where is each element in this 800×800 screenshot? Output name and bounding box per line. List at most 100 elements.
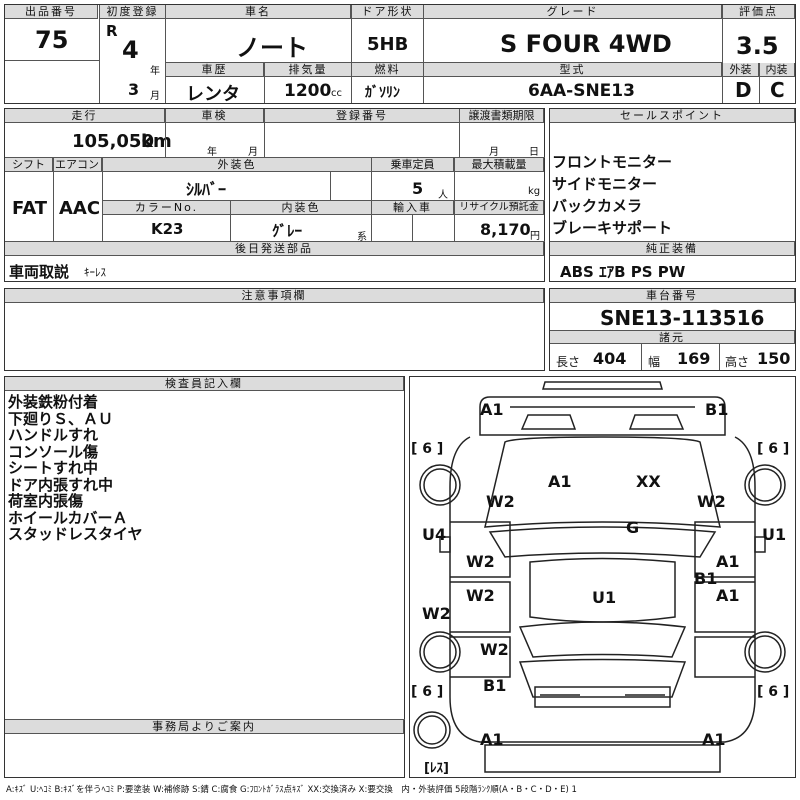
grade-value: S FOUR 4WD	[500, 30, 672, 58]
equipment-header: 純正装備	[550, 242, 795, 256]
later-parts-sub: ｷｰﾚｽ	[84, 266, 106, 279]
first-reg-era: R	[106, 22, 118, 40]
transfer-day-unit: 日	[529, 147, 539, 158]
top-block	[4, 4, 796, 104]
capacity-unit: 人	[438, 190, 448, 201]
mark-rear-left: A1	[480, 730, 504, 749]
height-value: 150	[757, 349, 791, 368]
model-header: 型式	[424, 63, 722, 77]
chassis-block	[549, 288, 796, 371]
divider	[5, 241, 545, 242]
color-no-value: K23	[151, 220, 184, 238]
spare-tire-label: [ﾚｽ]	[424, 761, 449, 776]
sales-point-item: バックカメラ	[552, 197, 643, 215]
divider	[264, 109, 265, 157]
lot-header: 出品番号	[5, 5, 98, 19]
aircon-header: エアコン	[53, 158, 102, 172]
inspector-header: 検査員記入欄	[5, 377, 404, 391]
width-value: 169	[677, 349, 711, 368]
divider	[165, 109, 166, 157]
mark-door-rr: A1	[716, 586, 740, 605]
inspector-item: ドア内張すれ中	[8, 475, 114, 494]
first-reg-month: 3	[128, 80, 140, 99]
inspector-item: スタッドレスタイヤ	[8, 525, 143, 543]
recycle-unit: 円	[530, 231, 540, 242]
score-header: 評価点	[723, 5, 795, 19]
displacement-header: 排気量	[265, 63, 352, 77]
inspector-item: ホイールカバーＡ	[8, 508, 128, 527]
divider	[5, 719, 405, 720]
divider	[330, 172, 331, 200]
sales-point-list: フロントモニター サイドモニター バックカメラ ブレーキサポート	[552, 151, 672, 239]
fuel-header: 燃料	[352, 63, 424, 77]
car-outline-diagram	[413, 381, 786, 773]
mark-u1-right: U1	[762, 525, 787, 544]
max-load-header: 最大積載量	[455, 158, 544, 172]
divider	[641, 344, 642, 370]
notes-header: 注意事項欄	[5, 289, 544, 303]
inspector-item: 荷室内張傷	[8, 492, 84, 510]
int-color-header: 内装色	[231, 201, 372, 215]
mark-fender-right: W2	[697, 492, 726, 511]
score-value: 3.5	[736, 32, 779, 60]
car-name-header: 車名	[166, 5, 351, 19]
mark-front-right: B1	[705, 400, 729, 419]
int-color-value: ｸﾞﾚｰ	[272, 222, 303, 240]
divider	[423, 63, 424, 103]
spec-block	[4, 108, 545, 282]
mark-front-left: A1	[480, 400, 504, 419]
grade-header: グレード	[424, 5, 722, 19]
inspector-block	[4, 376, 405, 778]
first-reg-header: 初度登録	[100, 5, 166, 19]
sales-point-item: ブレーキサポート	[552, 219, 673, 237]
score-ext: D	[735, 78, 752, 102]
capacity-value: 5	[412, 179, 424, 198]
mark-door-fr: A1	[716, 552, 740, 571]
int-color-unit: 系	[357, 232, 367, 243]
tire-fr-label: [ 6 ]	[757, 441, 790, 457]
ext-color-header: 外装色	[103, 158, 372, 172]
car-name: ノート	[236, 34, 308, 62]
inspection-header: 車検	[166, 109, 264, 123]
inspector-item: ハンドルすれ	[8, 426, 99, 444]
car-diagram	[409, 376, 796, 778]
tire-fl-label: [ 6 ]	[411, 441, 444, 457]
length-value: 404	[593, 349, 627, 368]
width-label: 幅	[648, 355, 661, 369]
mark-quarter-left: W2	[480, 640, 509, 659]
mark-w2-side: W2	[422, 604, 451, 623]
height-label: 高さ	[725, 355, 750, 369]
sales-point-block	[549, 108, 796, 282]
first-reg-year-unit: 年	[150, 66, 160, 77]
later-parts-value: 車両取説	[9, 263, 70, 281]
legend-text: A:ｷｽﾞ U:ﾍｺﾐ B:ｷｽﾞを伴うﾍｺﾐ P:要塗装 W:補修跡 S:錆 …	[6, 785, 577, 795]
ext-color-value: ｼﾙﾊﾞｰ	[186, 180, 227, 199]
divider	[99, 5, 100, 103]
model-value: 6AA-SNE13	[528, 81, 635, 101]
history-value: レンタ	[186, 84, 240, 105]
fuel-value: ｶﾞｿﾘﾝ	[365, 85, 400, 101]
inspector-item: 下廻りＳ、ＡＵ	[8, 409, 114, 428]
door-type: 5HB	[367, 34, 409, 55]
sales-point-item: サイドモニター	[552, 175, 658, 193]
reg-number-header: 登録番号	[265, 109, 460, 123]
mark-fender-left: W2	[486, 492, 515, 511]
divider	[412, 215, 413, 241]
sales-point-item: フロントモニター	[552, 153, 673, 171]
color-no-header: カラーNo.	[103, 201, 231, 215]
mark-u4: U4	[422, 525, 447, 544]
first-reg-year: 4	[122, 36, 139, 64]
score-int: C	[770, 78, 785, 102]
equipment-value: ABS ｴｱB PS PW	[560, 263, 686, 281]
mark-door-rl: W2	[466, 586, 495, 605]
divider	[103, 200, 545, 201]
divider	[5, 60, 100, 61]
score-int-header: 内装	[759, 63, 795, 77]
divider	[371, 158, 372, 241]
mark-b1-mid: B1	[694, 569, 718, 588]
divider	[459, 109, 460, 157]
office-header: 事務局よりご案内	[5, 720, 404, 734]
first-reg-month-unit: 月	[150, 91, 160, 102]
mileage-value: 105,050	[72, 131, 154, 152]
mileage-header: 走行	[5, 109, 165, 123]
